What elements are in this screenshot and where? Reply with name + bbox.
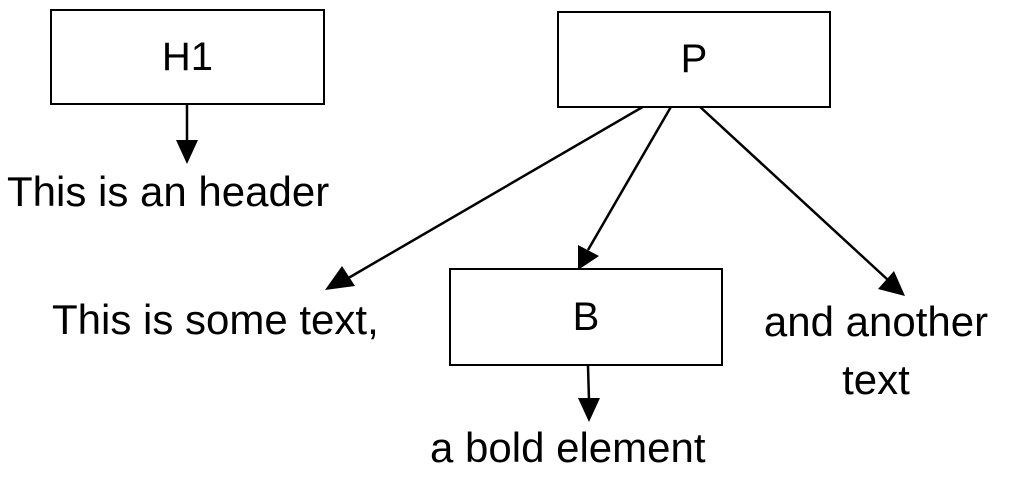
edge-h1-to-header-text (176, 104, 198, 164)
node-b-label: B (572, 294, 600, 339)
text-another-line2: text (842, 356, 910, 403)
node-p: P (557, 11, 831, 108)
text-another-text: and another text (748, 293, 1004, 409)
node-h1-label: H1 (161, 34, 214, 79)
text-bold-element: a bold element (430, 424, 706, 471)
text-header: This is an header (7, 168, 330, 215)
edge-p-to-b (578, 104, 674, 270)
edge-p-to-another-text (697, 104, 905, 296)
edge-p-to-some-text (325, 103, 647, 290)
node-h1: H1 (50, 9, 325, 105)
text-some-text: This is some text, (52, 296, 379, 343)
text-another-line1: and another (763, 298, 989, 345)
node-b: B (449, 268, 723, 366)
node-p-label: P (680, 37, 708, 81)
edge-b-to-bold-text (578, 365, 600, 422)
